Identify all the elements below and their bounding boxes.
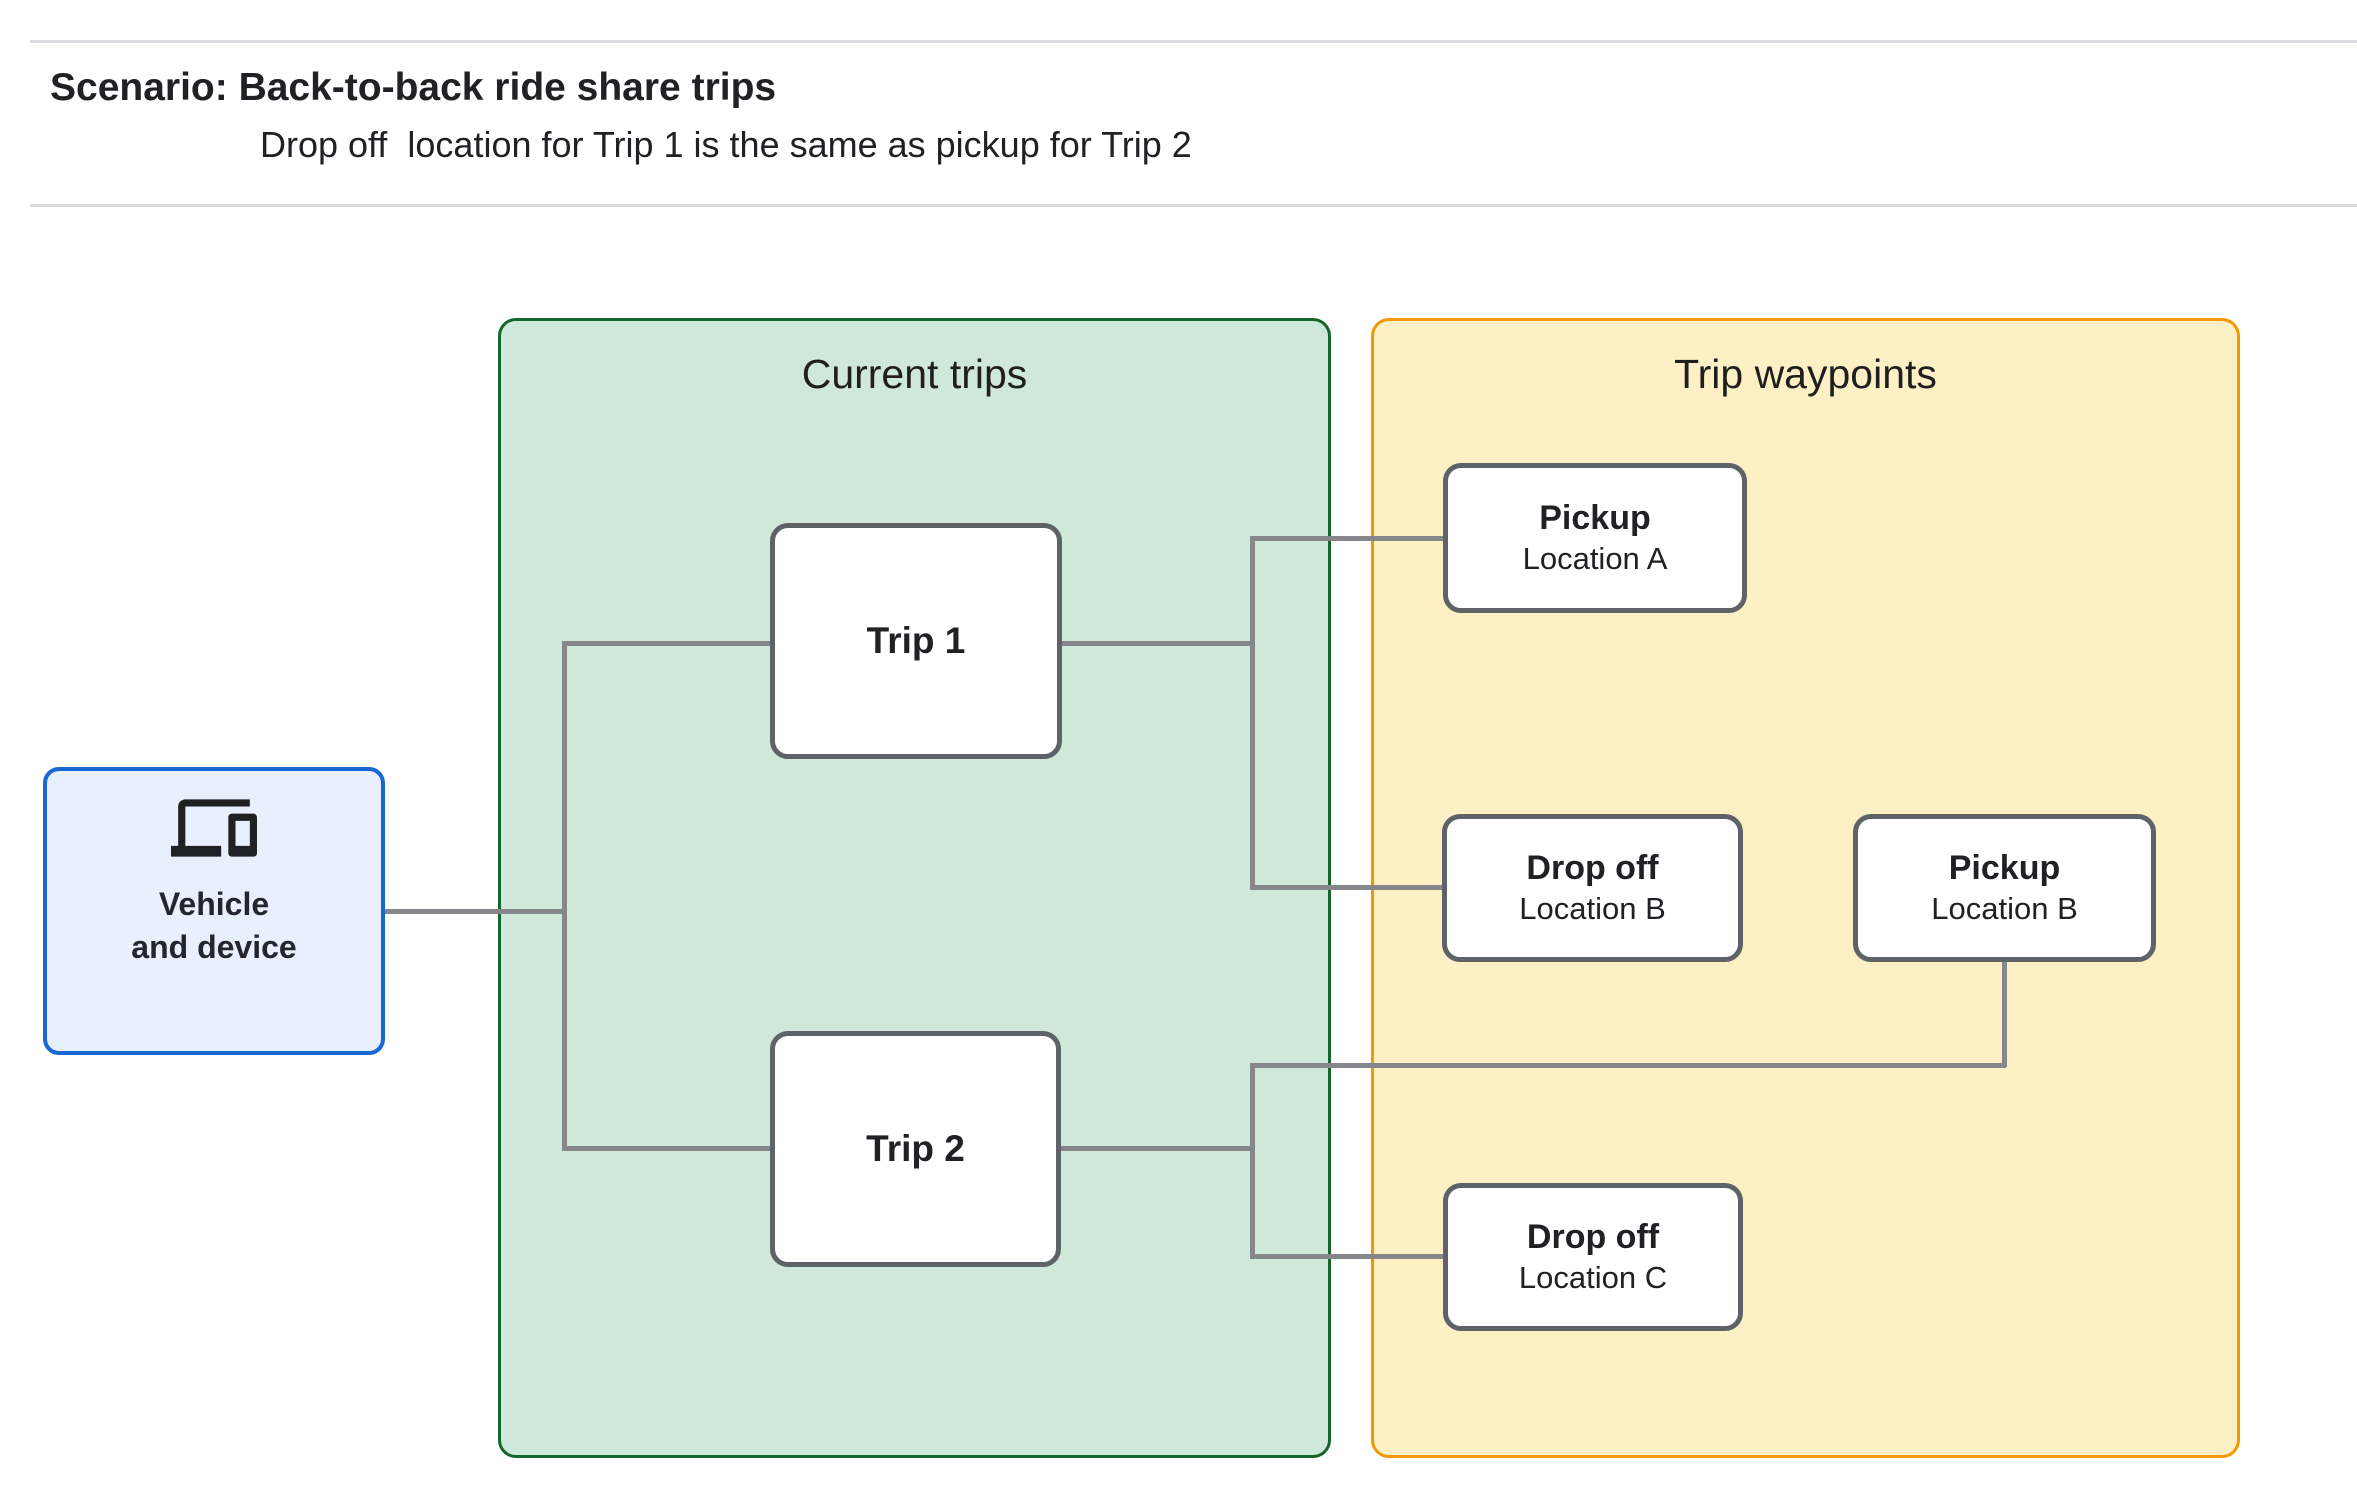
connector-pickup-b-stem	[2002, 961, 2007, 1067]
current-trips-panel: Current trips	[498, 318, 1331, 1458]
dropoff-c-location: Location C	[1518, 1260, 1668, 1296]
pickup-location-a-node: Pickup Location A	[1443, 463, 1747, 613]
dropoff-location-b-node: Drop off Location B	[1442, 814, 1743, 962]
pickup-b-title: Pickup	[1948, 848, 2061, 887]
trip1-label: Trip 1	[866, 619, 966, 661]
connector-trip2-in	[562, 1146, 770, 1151]
connector-dropoff-c-in	[1250, 1254, 1443, 1259]
page-subtitle: Drop off location for Trip 1 is the same…	[260, 124, 1192, 165]
dropoff-location-c-node: Drop off Location C	[1443, 1183, 1743, 1331]
trip-waypoints-title: Trip waypoints	[1674, 351, 1937, 397]
dropoff-b-title: Drop off	[1526, 848, 1659, 887]
connector-left-vertical	[562, 641, 567, 1151]
connector-trip2-split	[1250, 1063, 1255, 1259]
header-divider	[30, 204, 2357, 207]
trip2-node: Trip 2	[770, 1031, 1061, 1267]
pickup-a-title: Pickup	[1539, 498, 1651, 537]
current-trips-title: Current trips	[801, 351, 1028, 397]
page-title: Scenario: Back-to-back ride share trips	[50, 66, 777, 109]
devices-icon	[171, 799, 257, 857]
vehicle-label-line2: and device	[131, 929, 297, 966]
vehicle-node-label: Vehicle and device	[131, 883, 296, 969]
pickup-b-location: Location B	[1931, 891, 2078, 927]
pickup-location-b-node: Pickup Location B	[1853, 814, 2156, 962]
top-divider	[30, 40, 2357, 43]
connector-trip1-in	[562, 641, 770, 646]
connector-vehicle-out	[385, 909, 567, 914]
dropoff-b-location: Location B	[1519, 891, 1666, 927]
pickup-a-location: Location A	[1522, 541, 1668, 577]
trip1-node: Trip 1	[770, 523, 1062, 759]
connector-pickup-b-across	[1250, 1063, 2006, 1068]
connector-pickup-a-in	[1250, 536, 1443, 541]
vehicle-and-device-node: Vehicle and device	[43, 767, 385, 1055]
connector-trip2-out	[1061, 1146, 1253, 1151]
connector-trip1-split	[1250, 536, 1255, 890]
dropoff-c-title: Drop off	[1526, 1217, 1660, 1256]
vehicle-label-line1: Vehicle	[158, 886, 270, 922]
connector-dropoff-b-in	[1250, 885, 1442, 890]
trip2-label: Trip 2	[866, 1127, 965, 1169]
connector-trip1-out	[1062, 641, 1252, 646]
